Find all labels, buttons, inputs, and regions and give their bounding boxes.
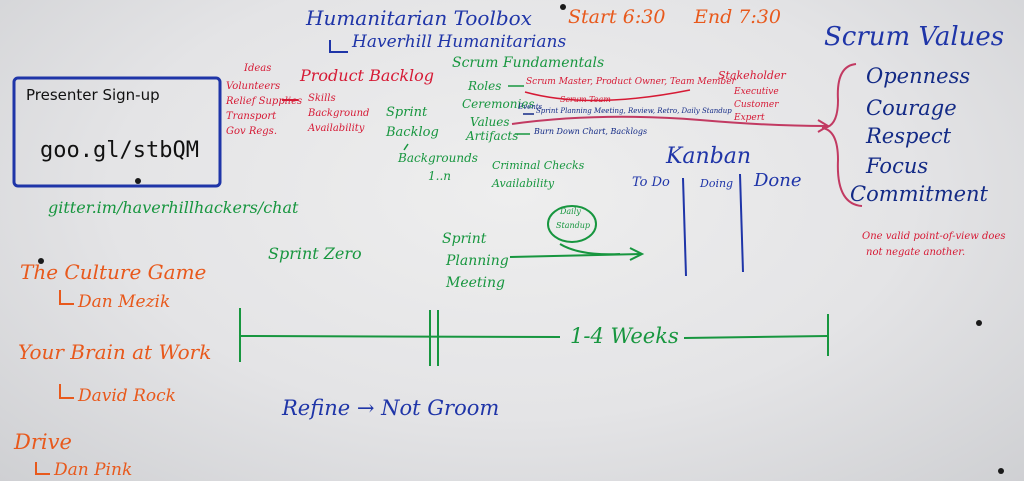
book-author: David Rock xyxy=(78,386,176,406)
idea-item: Transport xyxy=(226,111,277,122)
scrum-fundamentals-title: Scrum Fundamentals xyxy=(452,55,605,71)
start-time: Start 6:30 xyxy=(568,6,666,28)
haverhill-subtitle: Haverhill Humanitarians xyxy=(352,32,567,52)
stakeholder-item: Executive xyxy=(734,87,779,97)
planning-line: Meeting xyxy=(446,275,505,291)
stakeholder-item: Expert xyxy=(734,113,765,123)
ceremonies-detail: Sprint Planning Meeting, Review, Retro, … xyxy=(536,107,732,115)
ideas-title: Ideas xyxy=(244,63,272,74)
planning-arrowhead xyxy=(629,247,645,261)
presenter-link: goo.gl/stbQM xyxy=(40,138,199,163)
end-time: End 7:30 xyxy=(694,6,781,28)
book-title: Your Brain at Work xyxy=(18,340,212,364)
ceremonies-label: Ceremonies xyxy=(462,97,535,111)
stakeholder-title: Stakeholder xyxy=(718,69,786,82)
roles-label: Roles xyxy=(468,79,502,93)
kanban-column: To Do xyxy=(632,175,670,190)
magnet-dot xyxy=(135,178,141,184)
idea-item: Relief Supplies xyxy=(226,96,303,107)
value-item: Commitment xyxy=(850,182,988,206)
value-item: Courage xyxy=(866,96,957,120)
range-label: 1..n xyxy=(428,169,451,183)
weeks-label: 1-4 Weeks xyxy=(570,324,679,348)
book-hook-2 xyxy=(59,384,74,399)
scrum-team-curve xyxy=(524,89,691,102)
standup-line: Standup xyxy=(556,221,591,230)
criminal-checks: Criminal Checks xyxy=(492,159,585,172)
book-title: The Culture Game xyxy=(20,260,207,284)
kanban-title: Kanban xyxy=(666,144,752,169)
refine-label: Refine → Not Groom xyxy=(282,396,500,420)
standup-circle xyxy=(547,205,597,243)
scrum-values-title: Scrum Values xyxy=(824,22,1005,52)
events-label: Events xyxy=(518,103,543,111)
values-arrow xyxy=(511,115,827,127)
idea-item: Gov Regs. xyxy=(226,126,277,137)
idea-item: Volunteers xyxy=(226,81,281,92)
timeline-axis xyxy=(239,335,561,338)
presenter-title: Presenter Sign-up xyxy=(26,86,160,104)
backlog-title: Product Backlog xyxy=(300,66,435,85)
magnet-dot xyxy=(998,468,1004,474)
value-item: Respect xyxy=(866,124,952,148)
note-line: One valid point-of-view does xyxy=(862,231,1006,242)
sprint-backlog-line: Sprint xyxy=(386,105,428,120)
book-hook-1 xyxy=(59,290,74,305)
kanban-column: Doing xyxy=(700,177,734,190)
book-title: Drive xyxy=(14,430,72,454)
planning-arrow xyxy=(509,253,641,258)
book-hook-3 xyxy=(35,462,50,475)
kanban-line-1 xyxy=(682,177,687,277)
magnet-dot xyxy=(560,4,566,10)
sprint-backlog-line: Backlog xyxy=(386,125,439,140)
roles-detail: Scrum Master, Product Owner, Team Member xyxy=(526,77,736,87)
standup-loop xyxy=(559,243,621,256)
book-author: Dan Pink xyxy=(54,460,133,480)
note-line: not negate another. xyxy=(866,247,966,258)
gitter-link: gitter.im/haverhillhackers/chat xyxy=(48,198,299,217)
backgrounds-label: Backgrounds xyxy=(398,151,478,165)
backlog-item: Availability xyxy=(308,123,365,134)
scrum-team-label: Scrum Team xyxy=(560,95,611,104)
artifacts-detail: Burn Down Chart, Backlogs xyxy=(534,127,648,136)
stakeholder-item: Customer xyxy=(734,100,779,110)
haverhill-hook xyxy=(329,40,348,53)
planning-line: Sprint xyxy=(442,231,487,247)
book-author: Dan Mezik xyxy=(78,292,171,312)
presenter-box xyxy=(12,76,222,188)
values-label: Values xyxy=(470,115,510,129)
magnet-dot xyxy=(38,258,44,264)
sprint-zero-label: Sprint Zero xyxy=(268,244,362,263)
backlog-item: Skills xyxy=(308,93,336,104)
backlog-item: Background xyxy=(308,108,370,119)
timeline-axis-2 xyxy=(683,335,829,339)
sprint-arrow xyxy=(403,143,409,151)
value-item: Openness xyxy=(866,64,971,88)
magnet-dot xyxy=(976,320,982,326)
value-item: Focus xyxy=(866,154,929,178)
toolbox-title: Humanitarian Toolbox xyxy=(306,6,532,30)
planning-line: Planning xyxy=(446,253,509,269)
availability-label: Availability xyxy=(492,177,555,190)
values-bracket xyxy=(821,63,863,207)
standup-line: Daily xyxy=(560,207,581,216)
kanban-column: Done xyxy=(754,170,802,191)
kanban-line-2 xyxy=(739,173,744,273)
artifacts-label: Artifacts xyxy=(466,129,519,143)
